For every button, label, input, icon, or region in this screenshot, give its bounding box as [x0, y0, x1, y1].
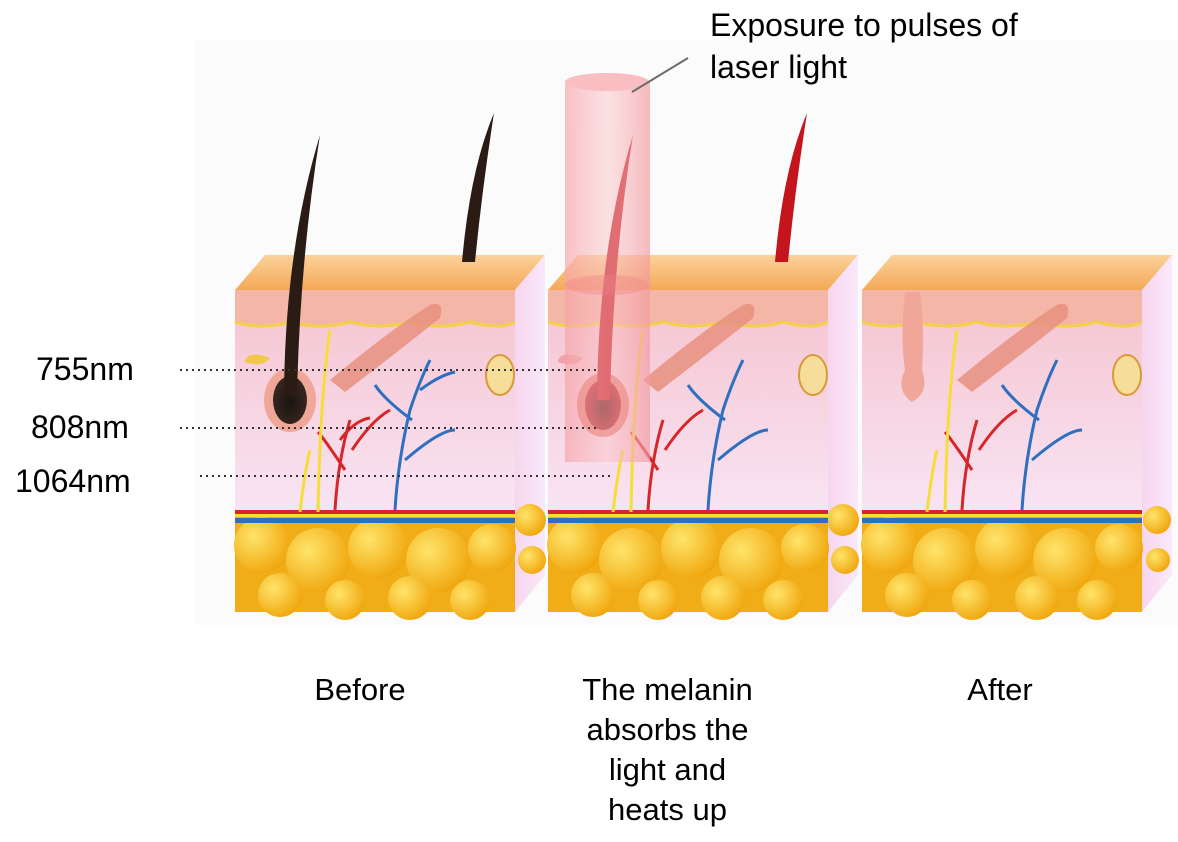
- wavelength-label-808nm: 808nm: [31, 408, 129, 446]
- caption-middle-line: light and: [540, 750, 795, 790]
- wavelength-label-755nm: 755nm: [36, 350, 134, 388]
- empty-follicle: [901, 292, 924, 402]
- skin-block-after: [861, 255, 1172, 620]
- caption-after: After: [940, 670, 1060, 710]
- caption-before: Before: [300, 670, 420, 710]
- caption-middle-line: heats up: [540, 790, 795, 830]
- caption-middle: The melanin absorbs the light and heats …: [540, 670, 795, 830]
- laser-beam: [565, 73, 650, 462]
- wavelength-label-1064nm: 1064nm: [15, 462, 131, 500]
- callout-text-line1: Exposure to pulses of: [710, 6, 1018, 44]
- skin-surface: [862, 255, 1172, 290]
- caption-middle-line: The melanin: [540, 670, 795, 710]
- callout-text-line2: laser light: [710, 48, 847, 86]
- skin-surface: [235, 255, 545, 290]
- caption-middle-line: absorbs the: [540, 710, 795, 750]
